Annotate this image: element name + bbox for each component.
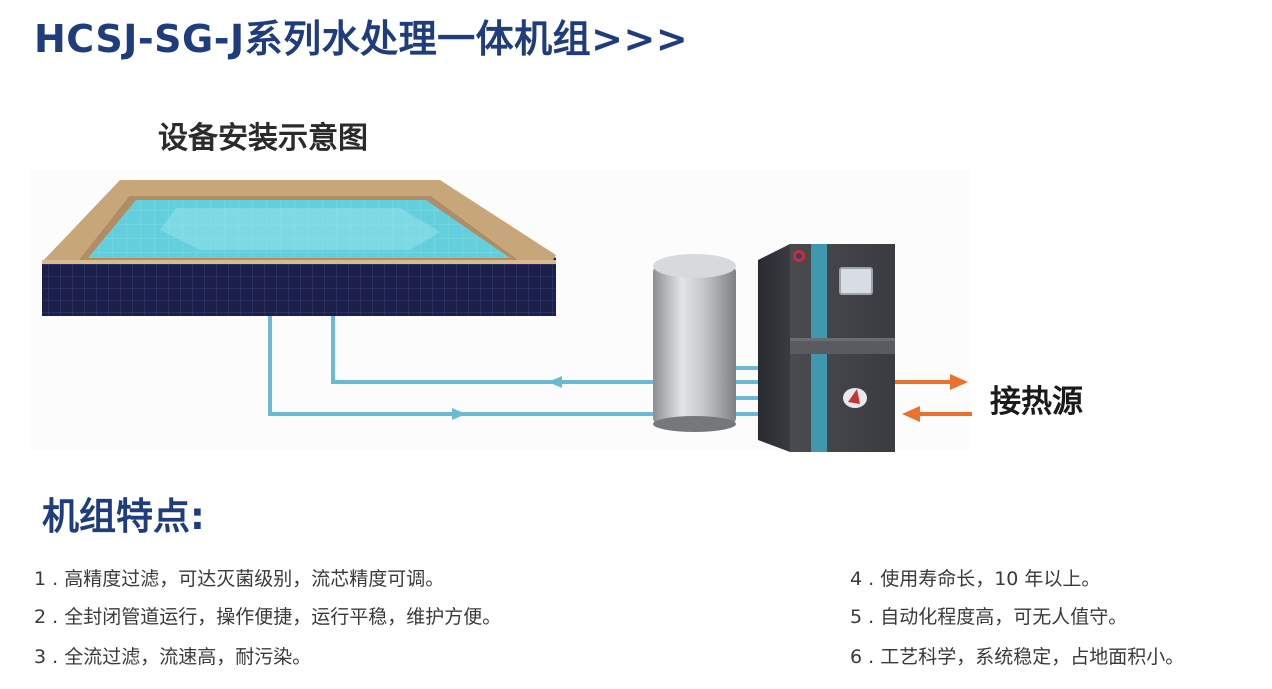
flow-arrows bbox=[452, 376, 562, 420]
feature-item: 1 . 高精度过滤，可达灭菌级别，流芯精度可调。 bbox=[34, 568, 445, 590]
diagram-subtitle: 设备安装示意图 bbox=[158, 121, 368, 156]
feature-item: 2 . 全封闭管道运行，操作便捷，运行平稳，维护方便。 bbox=[34, 606, 502, 628]
feature-item: 6 . 工艺科学，系统稳定，占地面积小。 bbox=[850, 646, 1185, 668]
treatment-unit bbox=[758, 244, 895, 452]
feature-item: 5 . 自动化程度高，可无人值守。 bbox=[850, 606, 1128, 628]
heat-source-label: 接热源 bbox=[990, 384, 1083, 420]
installation-diagram bbox=[42, 180, 972, 452]
feature-item: 4 . 使用寿命长，10 年以上。 bbox=[850, 568, 1101, 590]
swimming-pool bbox=[42, 180, 556, 316]
page-title: HCSJ-SG-J系列水处理一体机组>>> bbox=[34, 17, 689, 61]
water-pipes bbox=[268, 316, 760, 416]
features-heading: 机组特点: bbox=[42, 495, 205, 538]
heat-source-arrows bbox=[895, 380, 972, 416]
feature-item: 3 . 全流过滤，流速高，耐污染。 bbox=[34, 646, 312, 668]
filter-tank bbox=[653, 254, 736, 432]
